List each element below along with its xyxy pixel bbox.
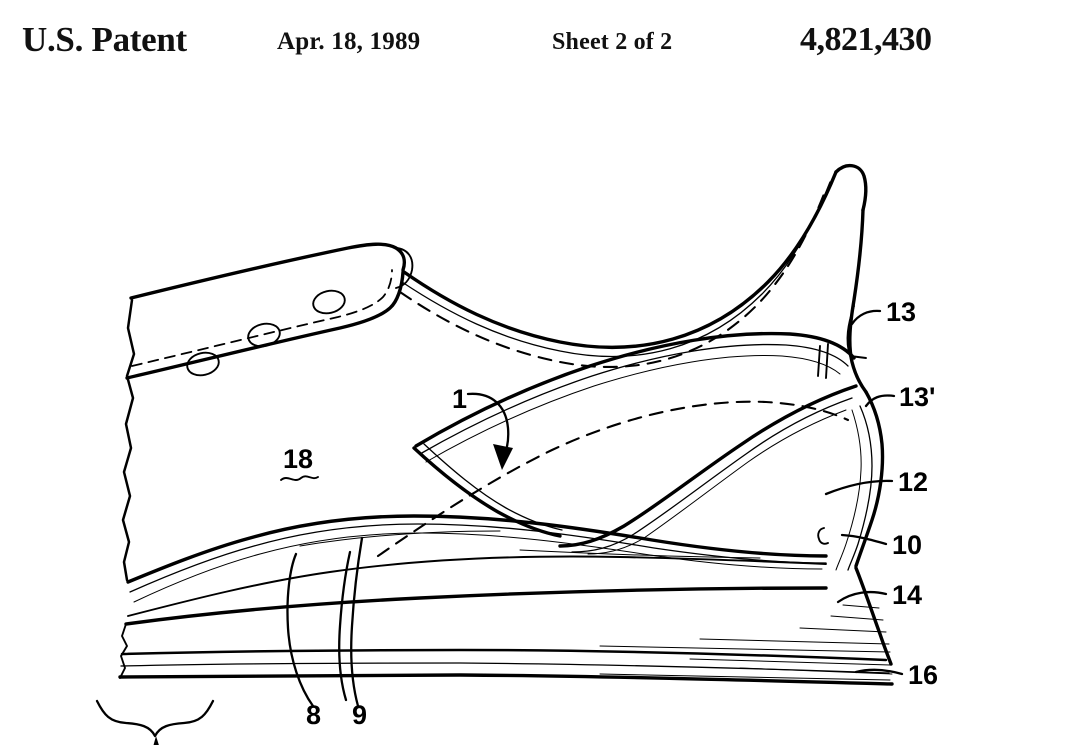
sheet-number-label: Sheet 2 of 2	[552, 29, 673, 55]
sole-striation-8	[599, 673, 891, 681]
numeral-18-underline-squiggle	[280, 475, 319, 481]
heel-rear-outer-edge	[848, 208, 868, 394]
sole-striation-4	[699, 638, 890, 645]
numeral-12: 12	[898, 467, 928, 497]
vamp-lower-sweep-inner-2	[133, 532, 823, 603]
quarter-panel-inner-line-2	[425, 355, 841, 463]
heel-counter-front-sweep-inner	[571, 397, 853, 553]
insole-board-line	[127, 555, 827, 617]
collar-stitch-line	[398, 192, 826, 368]
sole-break-edge-left	[119, 623, 128, 679]
quarter-panel-inner-line	[419, 343, 849, 455]
sole-striation-6	[689, 658, 892, 666]
vamp-lower-sweep	[126, 514, 828, 584]
sole-striation-1	[842, 604, 880, 609]
upper-panel-diagonal-outer	[412, 446, 562, 538]
outsole-mid-line	[120, 662, 890, 674]
heel-top-apex	[834, 164, 868, 212]
leader-arrowhead-4	[153, 736, 159, 745]
numeral-13-prime: 13'	[899, 382, 935, 412]
outsole-bottom-edge	[118, 673, 894, 686]
vamp-flap-stitch-line	[131, 269, 393, 367]
vamp-flap-nose	[395, 247, 414, 289]
shoe-cross-section-svg: 1 18 13 13' 12 10 14 16 8	[95, 164, 938, 745]
sheet-header: U.S. Patent Apr. 18, 1989 Sheet 2 of 2 4…	[0, 0, 1080, 82]
leader-line-16	[854, 668, 904, 676]
leader-arrowhead-1	[493, 444, 513, 470]
numeral-18: 18	[283, 444, 313, 474]
leader-line-14	[836, 590, 888, 604]
collar-topline-outer	[402, 170, 838, 349]
numeral-1: 1	[452, 384, 467, 414]
outsole-top-edge	[120, 648, 888, 662]
numeral-9: 9	[352, 700, 367, 730]
eyelet-group	[186, 289, 346, 377]
break-edge-left	[121, 298, 136, 582]
leader-line-8	[286, 552, 315, 708]
heel-counter-inner-line-1	[847, 405, 873, 571]
leader-line-9	[350, 536, 364, 708]
sole-group	[118, 566, 894, 686]
heel-counter-front-sweep	[558, 384, 858, 548]
vamp-flap-top-edge	[129, 242, 406, 300]
figure-drawing: 1 18 13 13' 12 10 14 16 8	[0, 76, 1080, 745]
sole-striation-2	[830, 615, 884, 621]
leader-line-9b	[338, 550, 352, 702]
insole-detail-stroke-2	[519, 549, 761, 559]
patent-office-label: U.S. Patent	[22, 20, 187, 59]
numeral-8: 8	[306, 700, 321, 730]
eyelet-2	[247, 322, 281, 348]
vamp-flap-bottom-edge	[125, 270, 405, 380]
heel-counter-group	[376, 305, 885, 571]
sole-striation-3	[799, 627, 887, 633]
leader-line-13	[850, 309, 882, 326]
sole-striation-group	[599, 604, 893, 681]
patent-number: 4,821,430	[800, 21, 932, 58]
numeral-16: 16	[908, 660, 938, 690]
heel-seam-13prime	[817, 343, 829, 379]
heel-notch-triangle	[846, 305, 867, 359]
brace-bracket-4	[95, 699, 215, 738]
collar-topline-inner	[401, 181, 831, 358]
numeral-13: 13	[886, 297, 916, 327]
eyelet-1	[186, 351, 220, 377]
shoe-upper-group	[121, 164, 868, 582]
eyelet-3	[312, 289, 346, 315]
leader-hook-10	[817, 527, 829, 545]
leader-line-12	[824, 479, 894, 496]
quarter-hidden-edge-dashed	[376, 400, 850, 558]
heel-counter-front-sweep-inner-2	[587, 409, 847, 555]
leader-line-10	[840, 533, 888, 546]
leader-line-13-prime	[864, 394, 896, 408]
midfoot-lines-group	[126, 443, 828, 617]
reference-numeral-group: 1 18 13 13' 12 10 14 16 8	[95, 297, 938, 745]
midsole-heel-edge	[854, 566, 893, 666]
midsole-top-edge	[124, 586, 828, 626]
sole-striation-7	[739, 667, 893, 675]
insole-detail-stroke-1	[299, 530, 501, 547]
numeral-14: 14	[892, 580, 922, 610]
numeral-10: 10	[892, 530, 922, 560]
heel-counter-inner-line-2	[835, 409, 862, 571]
vamp-lower-sweep-inner	[129, 523, 827, 593]
sole-striation-5	[599, 645, 891, 653]
quarter-panel-top-edge	[414, 331, 856, 448]
patent-date: Apr. 18, 1989	[277, 28, 421, 55]
